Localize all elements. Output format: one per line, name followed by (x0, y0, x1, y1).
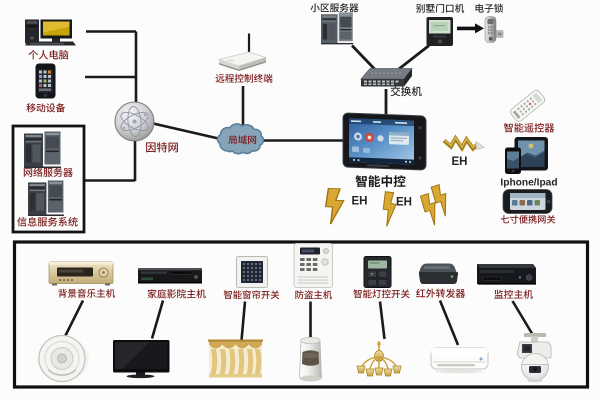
svg-text:Iphone/Ipad: Iphone/Ipad (500, 177, 557, 188)
svg-text:EH: EH (452, 156, 468, 168)
svg-text:EH: EH (352, 195, 368, 207)
svg-text:EH: EH (396, 197, 412, 209)
